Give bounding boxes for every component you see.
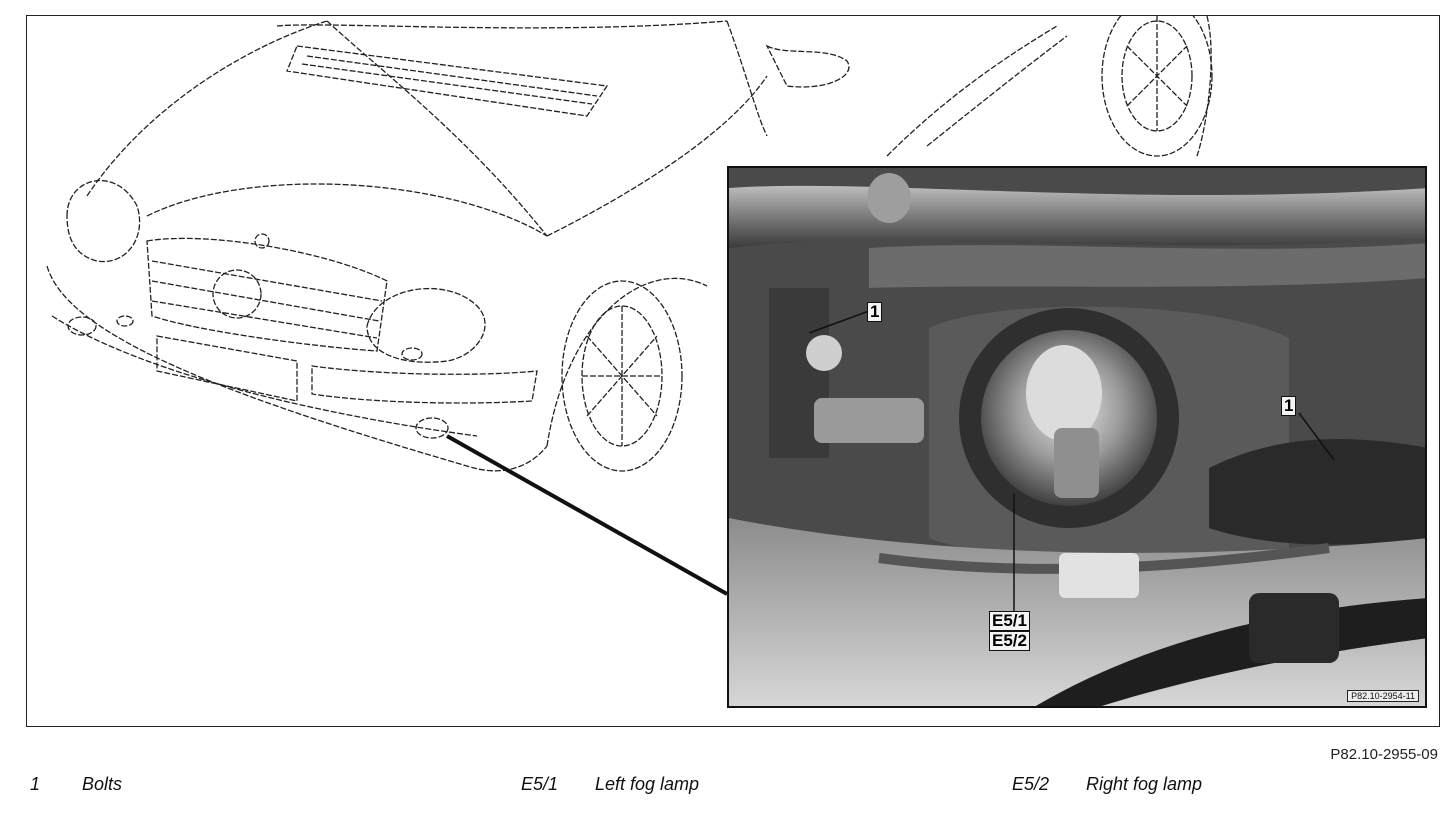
callout-e51: E5/1	[989, 611, 1030, 631]
legend-label: Right fog lamp	[1086, 774, 1203, 794]
legend-key: 1	[30, 774, 41, 794]
car-line-drawing	[46, 16, 1213, 596]
legend-item-bolts: 1 Bolts	[30, 774, 122, 795]
legend-label: Bolts	[82, 774, 123, 794]
legend-item-left-fog-lamp: E5/1 Left fog lamp	[521, 774, 699, 795]
photo-code: P82.10-2954-11	[1347, 690, 1419, 702]
figure-frame: 1 1 E5/1 E5/2 P82.10-2954-11	[26, 15, 1440, 727]
fog-lamp-photo: 1 1 E5/1 E5/2 P82.10-2954-11	[727, 166, 1427, 708]
legend-key: E5/1	[521, 774, 559, 794]
callout-bolt-right: 1	[1281, 396, 1297, 416]
legend-item-right-fog-lamp: E5/2 Right fog lamp	[1012, 774, 1202, 795]
callout-e52: E5/2	[989, 631, 1030, 651]
callout-bolt-left: 1	[867, 302, 883, 322]
legend-key: E5/2	[1012, 774, 1050, 794]
figure-code: P82.10-2955-09	[1330, 746, 1438, 763]
leader-line	[446, 434, 728, 596]
legend-label: Left fog lamp	[595, 774, 700, 794]
